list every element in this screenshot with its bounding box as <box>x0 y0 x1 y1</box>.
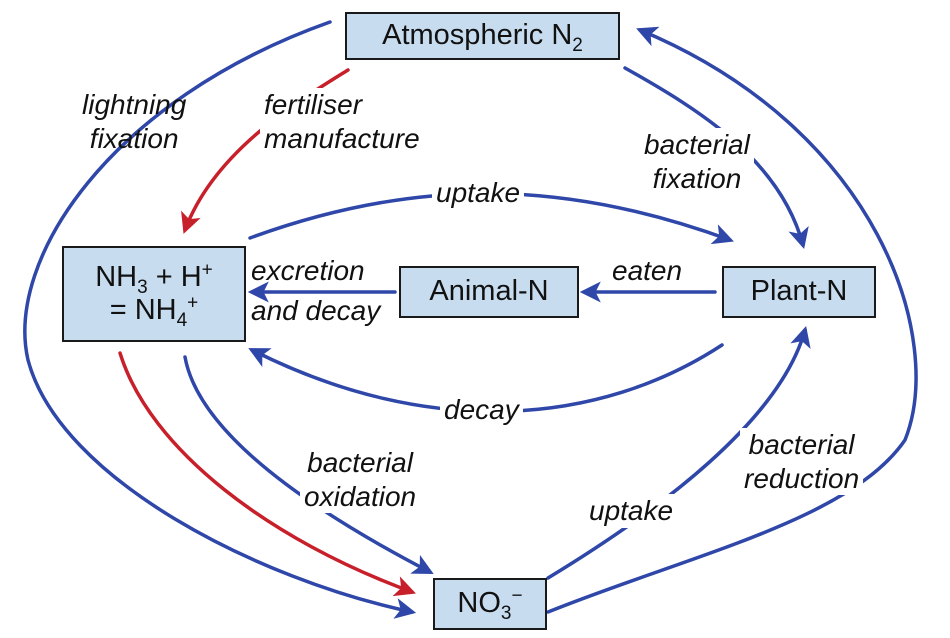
atmospheric-n2-box: Atmospheric N2 <box>345 12 620 60</box>
bacterial-oxidation-label: bacterial oxidation <box>300 446 421 514</box>
bacterial-reduction-arrow <box>546 26 918 614</box>
lightning-fixation-arrow <box>23 20 417 619</box>
lightning-fixation-label: lightning fixation <box>82 89 187 154</box>
bacterial-oxidation-arrow <box>183 355 434 574</box>
uptake-bottom-label: uptake <box>585 494 678 528</box>
eaten-label: eaten <box>612 255 683 286</box>
animal-n-box: Animal-N <box>399 266 579 318</box>
ammonia-ammonium-box: NH3 + H+ = NH4+ <box>62 246 246 342</box>
nitrate-box: NO3− <box>433 578 547 630</box>
bacterial-fixation-label: bacterial fixation <box>640 128 754 196</box>
atmospheric-n2-label: Atmospheric N2 <box>382 19 583 57</box>
fertiliser-to-nitrate-arrow <box>118 351 416 597</box>
ammonium-line: = NH4+ <box>109 292 199 331</box>
uptake-bottom-arrow <box>546 325 811 580</box>
ammonia-line: NH3 + H+ <box>95 259 213 298</box>
excretion-and-decay-label: excretion and decay <box>251 255 381 326</box>
uptake-top-label: uptake <box>432 176 525 210</box>
plant-n-box: Plant-N <box>722 266 876 318</box>
fertiliser-manufacture-arrow <box>181 68 350 234</box>
nitrate-label: NO3− <box>457 585 523 625</box>
decay-label: decay <box>440 393 523 427</box>
plant-n-label: Plant-N <box>750 275 848 308</box>
animal-n-label: Animal-N <box>429 275 549 308</box>
bacterial-reduction-label: bacterial reduction <box>740 428 864 496</box>
fertiliser-manufacture-label: fertiliser manufacture <box>260 88 424 156</box>
